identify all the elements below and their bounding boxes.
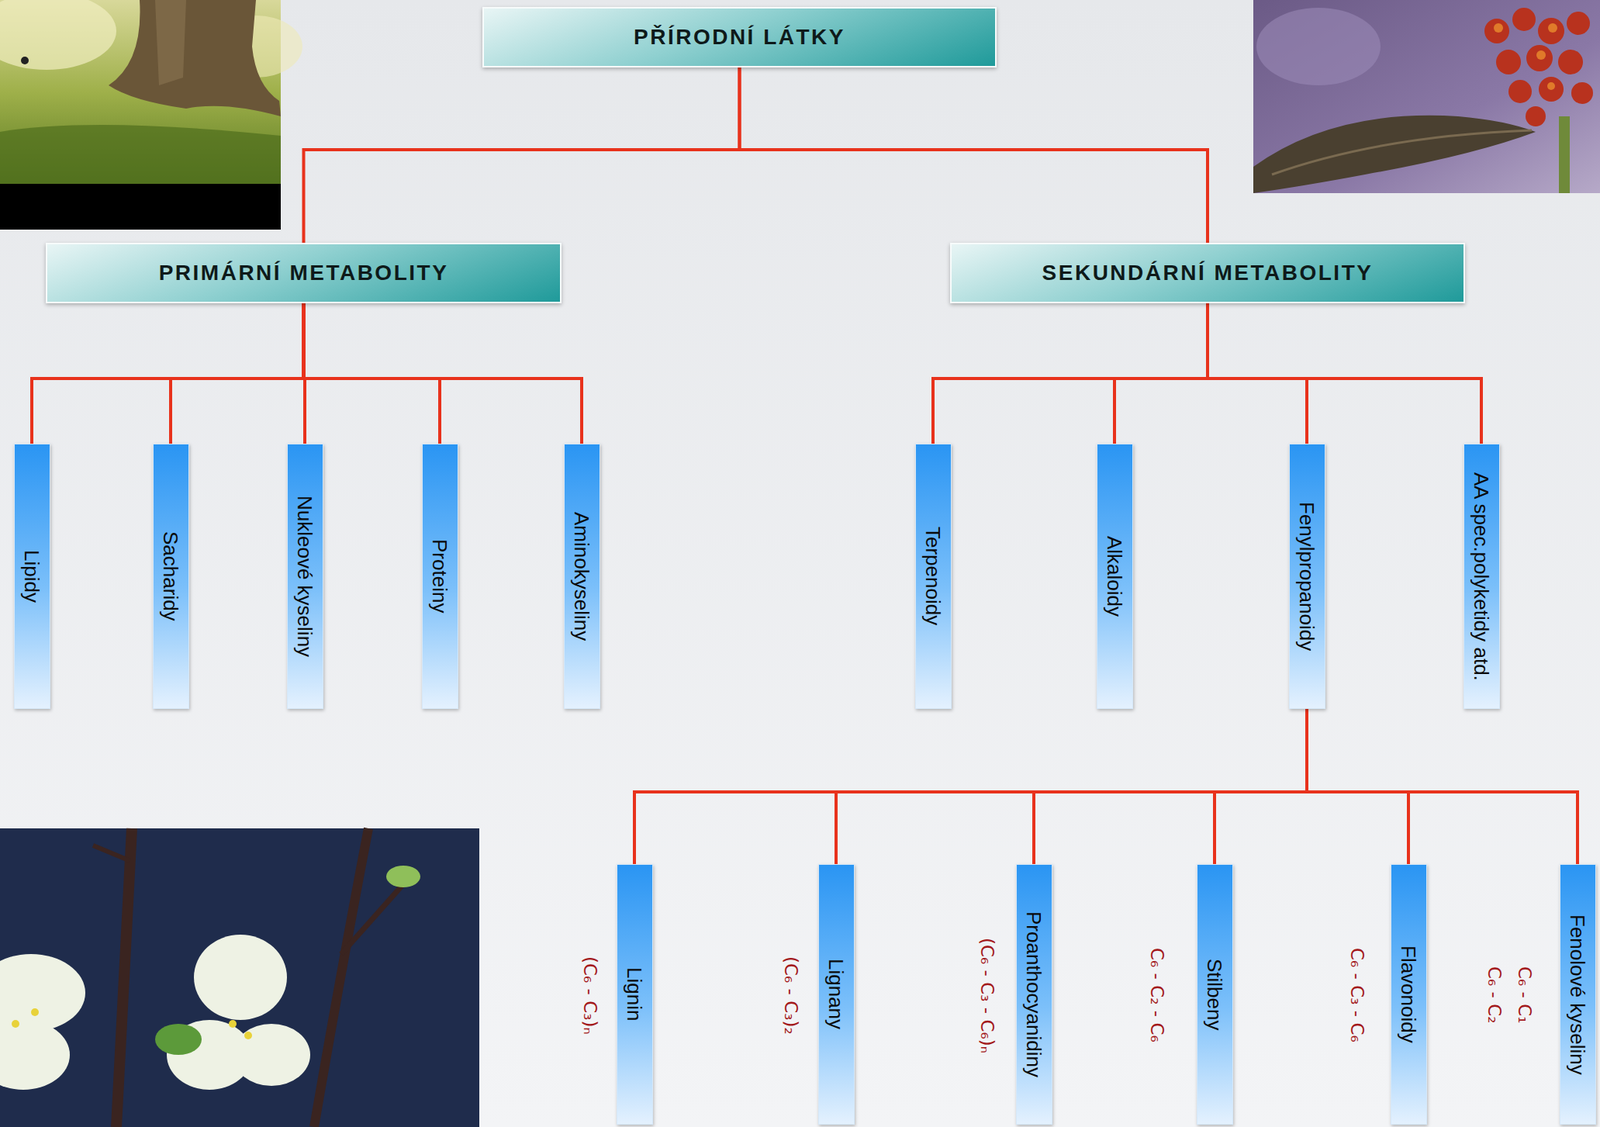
box-label: Fenylpropanoidy — [1295, 501, 1319, 651]
formula-label: (C₆ - C₃)₂ — [780, 956, 800, 1035]
box-label: Lipidy — [20, 549, 44, 603]
category-bar: Alkaloidy — [1096, 443, 1134, 709]
category-bar: Fenylpropanoidy — [1288, 443, 1326, 709]
category-bar: Aminokyseliny — [563, 443, 601, 709]
formula-label: C₆ - C₂ - C₆ — [1146, 947, 1166, 1043]
tree-connector — [1207, 303, 1307, 444]
tree-connector — [634, 708, 1307, 864]
category-bar: AA spec.polyketidy atd. — [1463, 443, 1500, 709]
category-bar: Terpenoidy — [915, 443, 952, 709]
box-label: Lignin — [623, 967, 647, 1021]
photo-flower — [1253, 0, 1600, 194]
photo-grass-tree — [0, 0, 303, 230]
header-box: PŘÍRODNÍ LÁTKY — [482, 6, 997, 68]
tree-connector — [1207, 303, 1482, 444]
box-label: Lignany — [825, 958, 848, 1030]
category-bar: Sacharidy — [152, 443, 190, 709]
photo-blossom — [0, 828, 480, 1127]
tree-connector — [304, 67, 740, 243]
header-box: SEKUNDÁRNÍ METABOLITY — [950, 242, 1466, 304]
tree-connector — [1306, 708, 1578, 864]
box-label: Proanthocyanidiny — [1022, 911, 1046, 1078]
tree-connector — [739, 67, 1209, 243]
category-bar: Lignany(C₆ - C₃)₂ — [818, 863, 855, 1125]
category-bar: Proanthocyanidiny(C₆ - C₃ - C₆)ₙ — [1015, 863, 1053, 1125]
category-bar: Fenolové kyselinyC₆ - C₁C₆ - C₂ — [1559, 863, 1597, 1125]
formula-label: (C₆ - C₃ - C₆)ₙ — [976, 937, 996, 1054]
box-label: Stilbeny — [1203, 958, 1227, 1031]
box-label: SEKUNDÁRNÍ METABOLITY — [1042, 260, 1374, 286]
box-label: PRIMÁRNÍ METABOLITY — [158, 260, 450, 286]
category-bar: Proteiny — [421, 443, 459, 709]
tree-connector — [304, 303, 441, 444]
category-bar: StilbenyC₆ - C₂ - C₆ — [1196, 863, 1234, 1125]
formula-label: C₆ - C₂ — [1483, 966, 1504, 1023]
box-label: Alkaloidy — [1103, 535, 1127, 617]
box-label: Nukleové kyseliny — [293, 495, 317, 657]
tree-connector — [170, 303, 305, 444]
tree-connector — [1033, 708, 1307, 864]
box-label: Terpenoidy — [922, 526, 945, 626]
tree-connector — [304, 303, 583, 444]
header-box: PRIMÁRNÍ METABOLITY — [45, 242, 562, 304]
box-label: Flavonoidy — [1397, 945, 1421, 1044]
tree-connector — [1114, 303, 1208, 444]
box-label: Sacharidy — [159, 531, 183, 622]
tree-connector — [31, 303, 305, 444]
box-label: PŘÍRODNÍ LÁTKY — [633, 24, 846, 50]
box-label: Aminokyseliny — [570, 511, 594, 641]
tree-connector — [1306, 708, 1409, 864]
tree-connector — [836, 708, 1307, 864]
tree-connector — [933, 303, 1208, 444]
box-label: AA spec.polyketidy atd. — [1470, 472, 1493, 681]
box-label: Proteiny — [428, 539, 452, 613]
box-label: Fenolové kyseliny — [1566, 914, 1590, 1075]
category-bar: Lipidy — [13, 443, 51, 709]
tree-connector — [1214, 708, 1307, 864]
formula-label: C₆ - C₃ - C₆ — [1346, 947, 1366, 1043]
category-bar: Nukleové kyseliny — [286, 443, 324, 709]
category-bar: FlavonoidyC₆ - C₃ - C₆ — [1390, 863, 1428, 1125]
formula-label: (C₆ - C₃)ₙ — [579, 956, 599, 1035]
formula-label: C₆ - C₁ — [1513, 966, 1534, 1023]
category-bar: Lignin(C₆ - C₃)ₙ — [616, 863, 654, 1125]
